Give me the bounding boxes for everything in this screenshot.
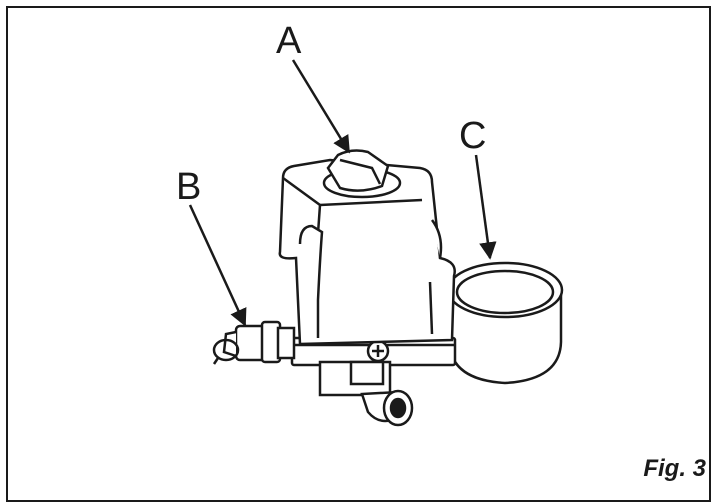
arrow-b [188,204,247,327]
callout-a: A [276,20,302,62]
callout-b: B [176,166,202,208]
leader-arrows [188,59,497,327]
clamp-bracket [290,336,457,427]
arrow-c [474,154,497,260]
arrow-a [291,59,351,154]
knob-part [326,149,390,192]
callout-c: C [459,115,487,157]
figure-frame [6,6,711,502]
cup-part [446,261,564,385]
figure-caption: Fig. 3 [643,455,706,482]
valve-fitting [212,320,296,365]
